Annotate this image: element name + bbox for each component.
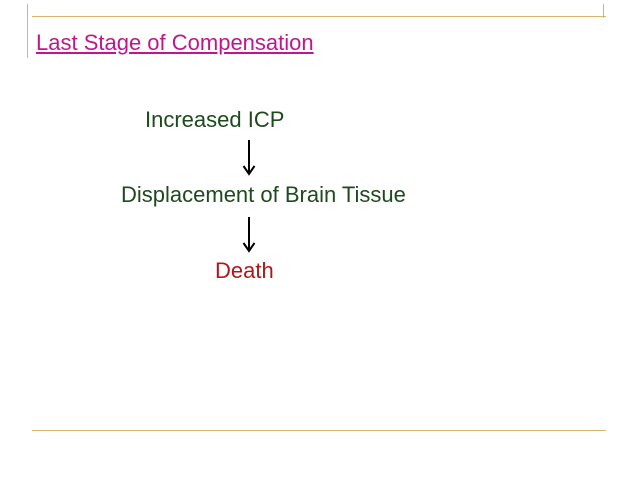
frame-right-line: [603, 4, 604, 18]
flow-step-displacement: Displacement of Brain Tissue: [121, 182, 406, 207]
frame-top-line: [32, 16, 606, 17]
frame-left-line: [27, 4, 28, 58]
down-arrow-icon: [242, 217, 256, 253]
flow-step-death: Death: [215, 258, 274, 283]
slide-title: Last Stage of Compensation: [36, 30, 314, 55]
down-arrow-icon: [242, 140, 256, 176]
flow-step-increased-icp: Increased ICP: [145, 107, 285, 132]
frame-bottom-line: [32, 430, 606, 431]
